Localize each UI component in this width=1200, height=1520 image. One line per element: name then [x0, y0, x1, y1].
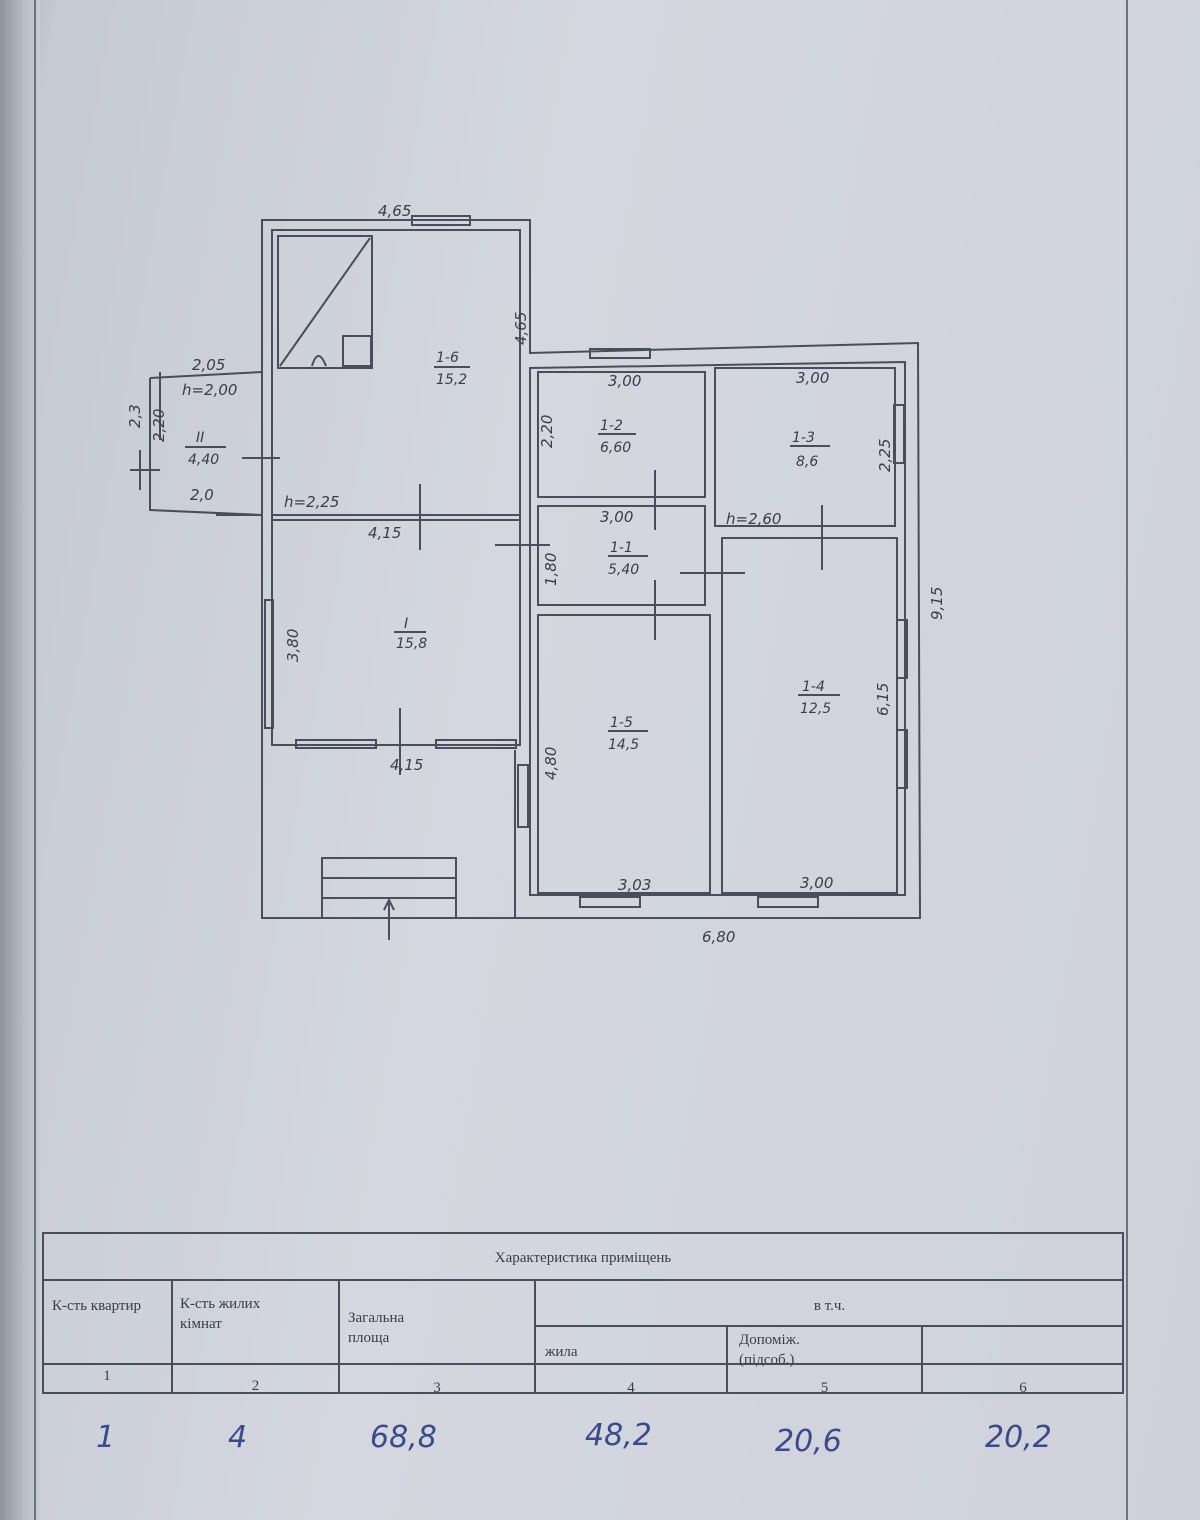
- window-I-bottom-b: [435, 739, 517, 749]
- value-living-rooms: 4: [228, 1420, 248, 1455]
- room-15-area: 14,5: [608, 737, 639, 753]
- value-auxiliary-area: 20,6: [775, 1424, 842, 1459]
- rooms-characteristics-table: Характеристика приміщень К-сть квартир К…: [42, 1232, 1124, 1396]
- table-grid: [42, 1232, 1124, 1394]
- col-number-1: 1: [103, 1368, 111, 1384]
- stove-outline: [277, 235, 373, 369]
- dim-room15-left: 4,80: [542, 747, 560, 780]
- col-number-4: 4: [627, 1380, 635, 1396]
- room-II-id: II: [196, 430, 204, 446]
- room-13-id: 1-3: [792, 430, 815, 446]
- header-auxiliary: Допоміж. (підсоб.): [739, 1332, 800, 1368]
- col-number-5: 5: [820, 1380, 829, 1396]
- dim-room12-top: 3,00: [608, 372, 641, 390]
- right-block-wall: [529, 360, 906, 896]
- room-15-wall: [537, 614, 711, 894]
- room-14-wall: [721, 537, 898, 894]
- header-living: жила: [545, 1344, 578, 1360]
- header-apartments: К-сть квартир: [52, 1298, 142, 1314]
- dim-room16-right: 4,65: [512, 312, 530, 345]
- dim-bottom-total: 6,80: [702, 928, 735, 946]
- value-living-area: 48,2: [585, 1418, 652, 1453]
- window-14a: [896, 619, 908, 679]
- col-number-6: 6: [1019, 1380, 1027, 1396]
- room-I-id: I: [404, 616, 408, 632]
- dim-room11-top: 3,00: [600, 508, 633, 526]
- dim-room1-left: 3,80: [284, 629, 302, 662]
- room-11-area: 5,40: [608, 562, 639, 578]
- entrance-arrow-head: [383, 897, 395, 911]
- dim-annex-top: 2,05: [192, 356, 225, 374]
- value-col6: 20,2: [985, 1420, 1052, 1455]
- window-13: [893, 404, 905, 464]
- window-15-left: [517, 764, 529, 828]
- room-12-wall: [537, 371, 706, 498]
- floor-plan: 4,65 4,65 2,05 h=2,00 2,3 2,20 2,0 h=2,2…: [126, 202, 946, 946]
- room-13-wall: [714, 367, 896, 527]
- window-15: [579, 896, 641, 908]
- dim-annex-side: 2,20: [150, 409, 168, 442]
- table-title: Характеристика приміщень: [494, 1250, 672, 1266]
- dim-415-bottom: 4,15: [390, 756, 423, 774]
- dim-h-right: h=2,60: [726, 510, 781, 528]
- dim-top-width: 4,65: [378, 202, 411, 220]
- col-number-2: 2: [251, 1378, 260, 1394]
- dim-h-main: h=2,25: [284, 493, 339, 511]
- page-binding: [0, 0, 40, 1520]
- header-total-area: Загальна площа: [348, 1310, 405, 1346]
- window-12: [589, 348, 651, 359]
- value-apartments: 1: [96, 1420, 116, 1455]
- dim-annex-small: 2,3: [126, 404, 144, 428]
- room-II-area: 4,40: [188, 452, 219, 468]
- dim-415-mid: 4,15: [368, 524, 401, 542]
- header-incl: в т.ч.: [813, 1298, 846, 1314]
- annex-wall: [149, 371, 263, 516]
- dim-room13-right: 2,25: [876, 439, 894, 472]
- dim-right-total: 9,15: [928, 587, 946, 620]
- dim-room14-bottom: 3,00: [800, 874, 833, 892]
- window-I-bottom-a: [295, 739, 377, 749]
- window-14c: [757, 896, 819, 908]
- dim-room12-left: 2,20: [538, 415, 556, 448]
- dim-room15-bottom: 3,03: [618, 876, 651, 894]
- room-12-id: 1-2: [600, 418, 623, 434]
- value-total-area: 68,8: [370, 1420, 437, 1455]
- room-14-area: 12,5: [800, 701, 831, 717]
- room-16-id: 1-6: [436, 350, 459, 366]
- room-11-id: 1-1: [610, 540, 633, 556]
- window-14b: [896, 729, 908, 789]
- inner-wall-left-block: [271, 229, 521, 746]
- room-16-area: 15,2: [436, 372, 467, 388]
- dim-room13-top: 3,00: [796, 369, 829, 387]
- room-15-id: 1-5: [610, 715, 633, 731]
- stove-box: [342, 335, 372, 367]
- room-14-id: 1-4: [802, 679, 825, 695]
- window-top: [411, 215, 471, 226]
- stove-arch: [311, 355, 327, 367]
- dim-annex-bottom: 2,0: [190, 486, 214, 504]
- dim-room14-right: 6,15: [874, 683, 892, 716]
- dim-annex-height: h=2,00: [182, 381, 237, 399]
- room-13-area: 8,6: [796, 454, 818, 470]
- room-11-wall: [537, 505, 706, 606]
- col-number-3: 3: [433, 1380, 441, 1396]
- page-frame: [34, 0, 1128, 1520]
- window-I-left: [264, 599, 274, 729]
- room-12-area: 6,60: [600, 440, 631, 456]
- stove-diagonal: [279, 237, 371, 367]
- dim-room11-left: 1,80: [542, 553, 560, 586]
- room-I-area: 15,8: [396, 636, 427, 652]
- header-living-rooms: К-сть жилих кімнат: [180, 1296, 261, 1332]
